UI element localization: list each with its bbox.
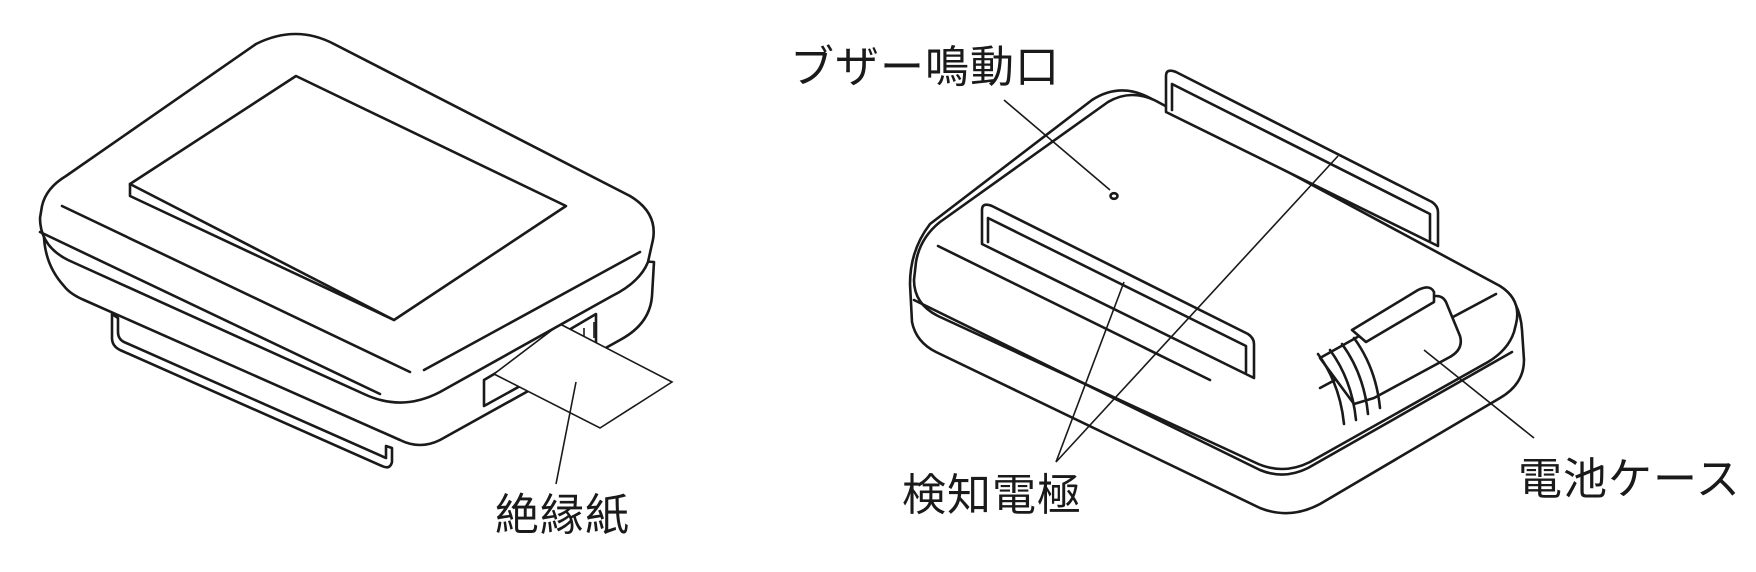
buzzer-hole bbox=[1109, 191, 1119, 201]
left-top-panel bbox=[128, 74, 568, 322]
leader-electrode-back bbox=[1055, 155, 1339, 463]
label-insulation-paper: 絶縁紙 bbox=[495, 490, 630, 541]
electrode-back-inner bbox=[1170, 82, 1432, 242]
left-body-top bbox=[38, 32, 655, 404]
left-panel-edge bbox=[128, 182, 396, 322]
leader-battery bbox=[1423, 349, 1535, 439]
left-bottom-rail bbox=[110, 312, 394, 469]
left-device bbox=[38, 32, 674, 469]
leader-insulation bbox=[555, 381, 577, 485]
left-seam bbox=[38, 230, 382, 396]
label-buzzer-outlet: ブザー鳴動口 bbox=[790, 42, 1060, 93]
leader-buzzer bbox=[1003, 99, 1111, 191]
right-device bbox=[908, 69, 1526, 515]
label-battery-case: 電池ケース bbox=[1518, 454, 1741, 505]
left-crease-front bbox=[60, 204, 412, 374]
battery-latch bbox=[1350, 286, 1436, 344]
insulation-paper bbox=[492, 323, 674, 429]
label-detection-electrode: 検知電極 bbox=[902, 470, 1082, 521]
leader-lines bbox=[555, 99, 1535, 485]
left-crease-right bbox=[422, 250, 642, 372]
right-crease bbox=[936, 244, 1212, 382]
leader-electrode-front bbox=[1055, 281, 1125, 463]
electrode-front-inner bbox=[986, 216, 1248, 374]
battery-ridges bbox=[1316, 336, 1382, 426]
right-seam bbox=[912, 298, 1514, 476]
